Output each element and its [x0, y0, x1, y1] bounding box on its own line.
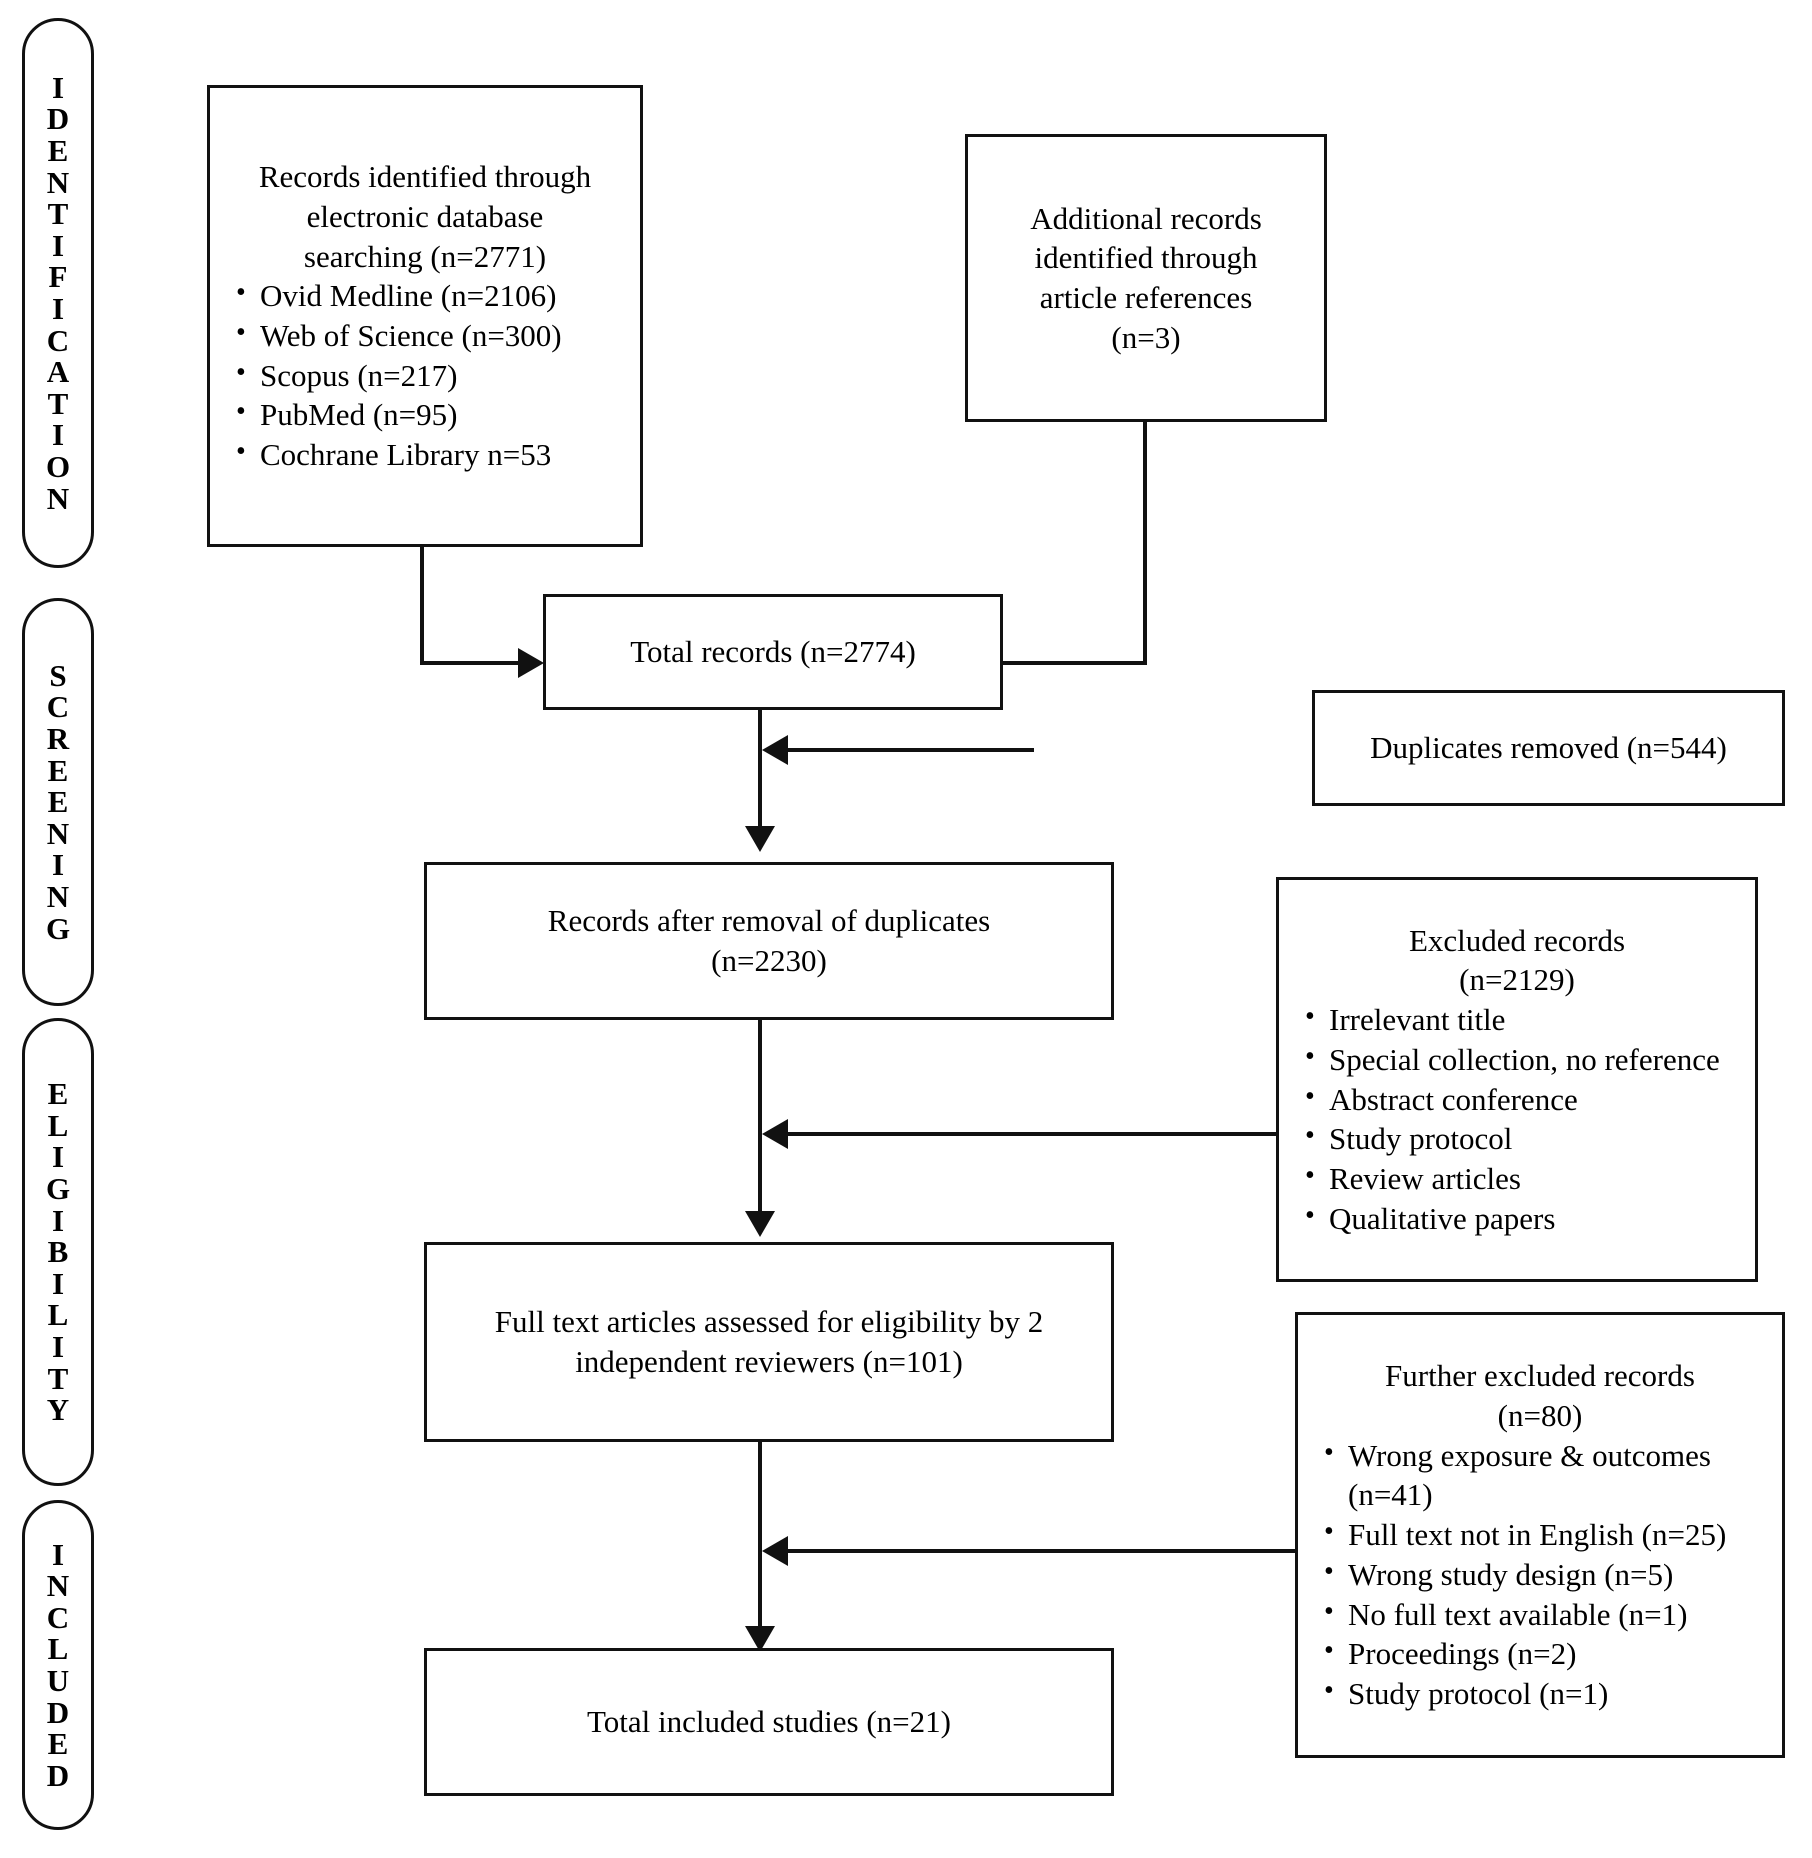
connector-fulltext-to-included-arrow — [745, 1626, 775, 1652]
box-further-excluded-title: Further excluded records (n=80) — [1385, 1358, 1695, 1434]
connector-after-duplicates-to-fulltext-vertical — [758, 1020, 762, 1215]
list-item: Irrelevant title — [1301, 999, 1747, 1040]
connector-identified-to-total-vertical — [420, 545, 424, 665]
list-item: Review articles — [1301, 1158, 1747, 1199]
connector-further-excluded-horizontal — [786, 1549, 1297, 1553]
list-item: Web of Science (n=300) — [232, 315, 632, 356]
connector-further-excluded-arrow — [762, 1536, 788, 1566]
list-item: Wrong study design (n=5) — [1320, 1554, 1774, 1595]
box-total-records: Total records (n=2774) — [543, 594, 1003, 710]
box-records-identified-sources: Ovid Medline (n=2106) Web of Science (n=… — [210, 275, 640, 475]
list-item: No full text available (n=1) — [1320, 1594, 1774, 1635]
list-item: Special collection, no reference — [1301, 1039, 1747, 1080]
list-item: Scopus (n=217) — [232, 355, 632, 396]
list-item: Qualitative papers — [1301, 1198, 1747, 1239]
list-item: Wrong exposure & outcomes (n=41) — [1320, 1435, 1774, 1515]
box-records-identified: Records identified through electronic da… — [207, 85, 643, 547]
box-excluded-records-title: Excluded records (n=2129) — [1408, 922, 1626, 998]
box-duplicates-removed: Duplicates removed (n=544) — [1312, 690, 1785, 806]
list-item: Full text not in English (n=25) — [1320, 1514, 1774, 1555]
box-excluded-records-reasons: Irrelevant title Special collection, no … — [1279, 999, 1755, 1239]
list-item: Proceedings (n=2) — [1320, 1633, 1774, 1674]
list-item: Ovid Medline (n=2106) — [232, 275, 632, 316]
box-records-identified-title: Records identified through electronic da… — [258, 159, 592, 274]
box-excluded-records: Excluded records (n=2129) Irrelevant tit… — [1276, 877, 1758, 1282]
connector-duplicates-horizontal — [786, 748, 1034, 752]
connector-excluded-arrow — [762, 1119, 788, 1149]
connector-duplicates-arrow — [762, 735, 788, 765]
list-item: Cochrane Library n=53 — [232, 434, 632, 475]
list-item: Abstract conference — [1301, 1079, 1747, 1120]
box-records-after-duplicates: Records after removal of duplicates (n=2… — [424, 862, 1114, 1020]
connector-excluded-horizontal — [786, 1132, 1276, 1136]
box-further-excluded-records: Further excluded records (n=80) Wrong ex… — [1295, 1312, 1785, 1758]
connector-total-to-after-duplicates-vertical — [758, 710, 762, 830]
list-item: PubMed (n=95) — [232, 394, 632, 435]
box-total-included-studies: Total included studies (n=21) — [424, 1648, 1114, 1796]
connector-identified-to-total-arrow — [518, 648, 544, 678]
connector-total-to-after-duplicates-arrow — [745, 826, 775, 852]
box-additional-records: Additional records identified through ar… — [965, 134, 1327, 422]
connector-additional-to-total-horizontal — [1000, 661, 1147, 665]
box-further-excluded-reasons: Wrong exposure & outcomes (n=41) Full te… — [1298, 1435, 1782, 1714]
connector-identified-to-total-horizontal — [420, 661, 520, 665]
connector-additional-to-total-vertical — [1143, 420, 1147, 663]
list-item: Study protocol (n=1) — [1320, 1673, 1774, 1714]
connector-after-duplicates-to-fulltext-arrow — [745, 1211, 775, 1237]
box-full-text-assessed: Full text articles assessed for eligibil… — [424, 1242, 1114, 1442]
list-item: Study protocol — [1301, 1118, 1747, 1159]
connector-fulltext-to-included-vertical — [758, 1440, 762, 1630]
